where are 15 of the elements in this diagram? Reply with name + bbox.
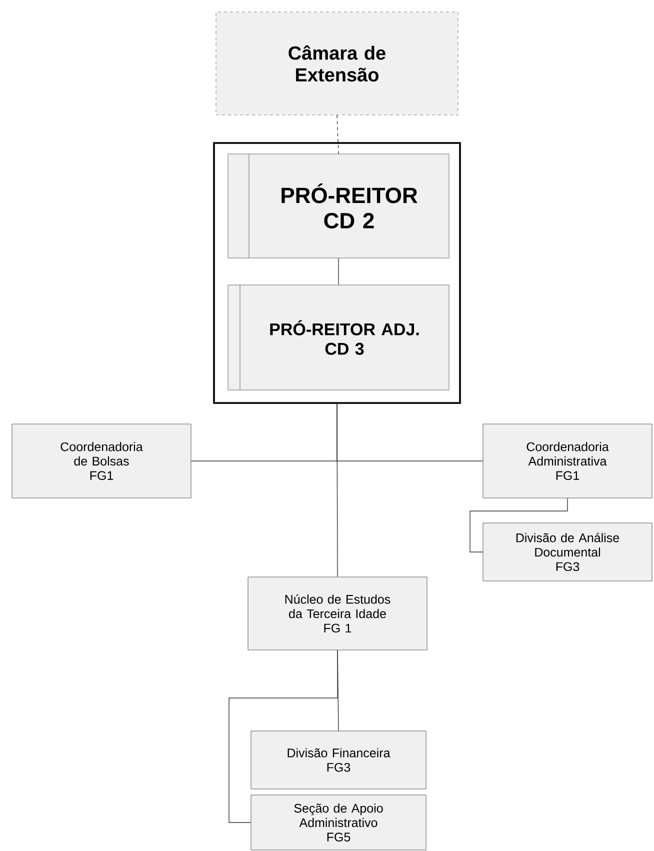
connector-line (338, 258, 339, 286)
unit-box: Seção de Apoio Administrativo FG5 (250, 794, 426, 850)
connector-line (336, 114, 339, 154)
office-box: PRÓ-REITOR ADJ. CD 3 (228, 284, 450, 390)
connector-line (228, 650, 338, 823)
unit-box: Coordenadoria Administrativa FG1 (482, 424, 652, 498)
unit-box: Divisão Financeira FG3 (250, 730, 426, 790)
office-box: PRÓ-REITOR CD 2 (228, 154, 450, 258)
unit-box: Coordenadoria de Bolsas FG1 (12, 424, 192, 498)
unit-box: Núcleo de Estudos da Terceira Idade FG 1 (248, 576, 428, 650)
unit-box: Divisão de Análise Documental FG3 (482, 522, 652, 582)
committee-box: Câmara de Extensão (216, 12, 458, 116)
group-frame (213, 142, 461, 404)
connector-line (470, 498, 568, 552)
connector-line (336, 404, 338, 578)
